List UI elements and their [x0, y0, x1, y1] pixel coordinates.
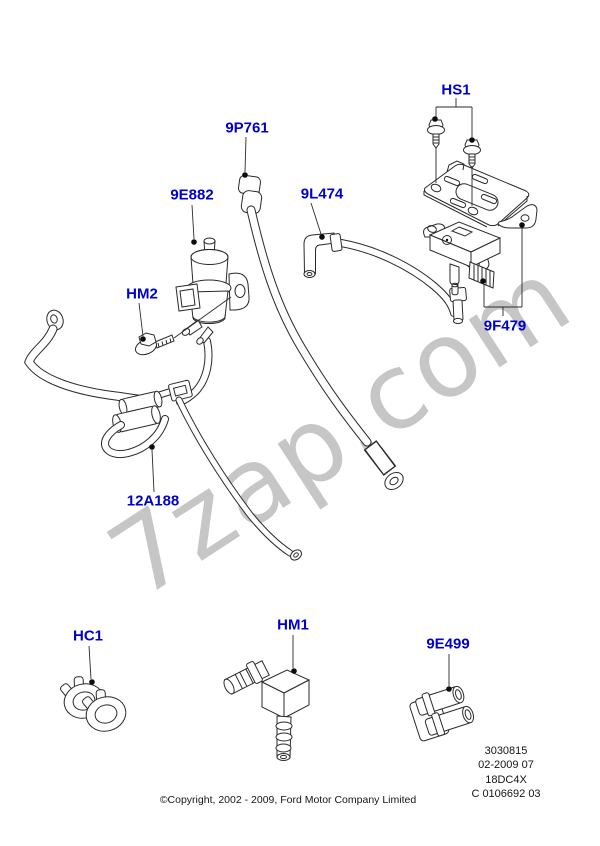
map-sensor-9F479-drawing	[423, 221, 502, 296]
elbow-connector-HM1-drawing	[223, 660, 311, 761]
part-label-12A188[interactable]: 12A188	[126, 492, 180, 510]
part-label-HC1[interactable]: HC1	[72, 627, 104, 645]
twin-connector-9E499-drawing	[409, 685, 475, 742]
hose-9P761-drawing	[237, 174, 404, 491]
copyright-text: ©Copyright, 2002 - 2009, Ford Motor Comp…	[159, 794, 417, 806]
doc-number: 3030815	[484, 745, 528, 757]
screws-HS1-drawing	[427, 119, 481, 169]
clamps-HC1-drawing	[60, 676, 127, 732]
part-label-9P761[interactable]: 9P761	[225, 119, 269, 137]
doc-ref: C 0106692 03	[471, 788, 541, 801]
bracket-plate-drawing	[423, 160, 538, 229]
hose-assembly-12A188-drawing	[23, 309, 302, 561]
leader-lines	[88, 98, 523, 686]
part-label-9E882[interactable]: 9E882	[170, 186, 214, 204]
part-label-9E499[interactable]: 9E499	[426, 635, 470, 653]
doc-code: 18DC4X	[485, 773, 527, 786]
doc-info-block: 3030815 02-2009 07 18DC4X C 0106692 03	[430, 744, 582, 802]
part-label-9L474[interactable]: 9L474	[300, 185, 344, 203]
part-label-HM2[interactable]: HM2	[126, 285, 158, 303]
leader-dots	[89, 116, 525, 692]
bolt-HM2-drawing	[134, 296, 232, 356]
part-label-HS1[interactable]: HS1	[441, 81, 471, 99]
hose-9L474-drawing	[303, 232, 467, 325]
purge-valve-9E882-drawing	[175, 237, 250, 345]
doc-revision: 02-2009 07	[478, 759, 534, 772]
part-label-HM1[interactable]: HM1	[277, 616, 309, 634]
part-label-9F479[interactable]: 9F479	[483, 317, 527, 335]
